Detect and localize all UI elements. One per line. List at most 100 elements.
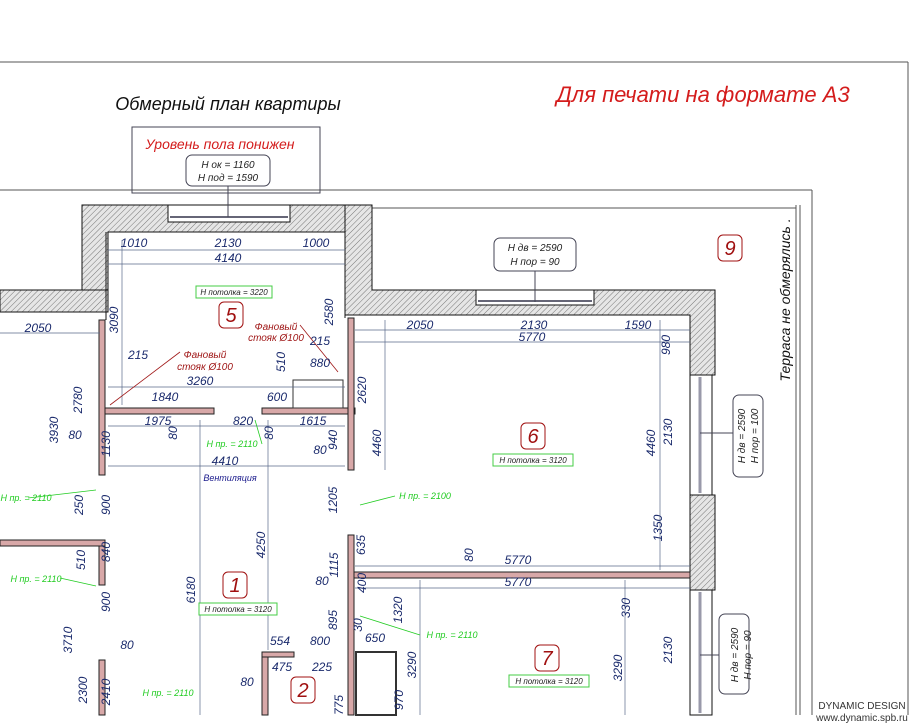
stack-label: Фановый (255, 322, 298, 333)
print-note: Для печати на формате А3 (553, 82, 850, 107)
dimension-label: 80 (166, 426, 180, 440)
ceiling-height: Н потолка = 3120 (515, 677, 583, 686)
door-height: Н дв = 2590 (730, 627, 741, 682)
dimension-label: 2130 (520, 318, 548, 332)
door-height: Н дв = 2590 (737, 408, 748, 463)
dimension-label: 2130 (661, 636, 675, 664)
ventilation-label: Вентиляция (203, 473, 256, 483)
dimension-label: 80 (462, 548, 476, 562)
opening-height: Н пр. = 2110 (10, 574, 61, 584)
dimension-label: 510 (274, 352, 288, 372)
dimension-label: 1615 (300, 414, 327, 428)
dimension-label: 80 (240, 675, 254, 689)
room-number: 7 (541, 648, 553, 670)
terrace-note: Терраса не обмерялись . (777, 218, 793, 381)
dimension-label: 820 (233, 414, 253, 428)
opening-height: Н пр. = 2110 (206, 439, 257, 449)
dimension-label: 80 (120, 638, 134, 652)
dimension-label: 475 (272, 660, 292, 674)
dimension-label: 5770 (519, 330, 546, 344)
dimension-label: 2580 (322, 298, 336, 326)
threshold-height: Н пор = 90 (743, 630, 754, 680)
company-website: www.dynamic.spb.ru (815, 713, 908, 724)
callout-boxes (131, 126, 764, 704)
dimension-label: 3290 (611, 654, 625, 681)
dimension-label: 3930 (47, 416, 61, 443)
dimension-label: 1590 (625, 318, 652, 332)
dimension-label: 970 (392, 690, 406, 710)
ceiling-height: Н потолка = 3120 (204, 605, 272, 614)
dimension-label: 4410 (212, 454, 239, 468)
dimension-label: 4250 (254, 531, 268, 558)
dimension-label: 250 (72, 495, 86, 516)
partitions (0, 232, 691, 716)
dimension-label: 1115 (327, 552, 341, 577)
dimension-label: 5770 (505, 553, 532, 567)
dimension-label: 554 (270, 634, 290, 648)
dimension-label: 1010 (121, 236, 148, 250)
dimension-label: 215 (127, 348, 148, 362)
room-number: 9 (724, 238, 735, 260)
dimension-label: 215 (309, 334, 330, 348)
dimension-label: 4140 (215, 251, 242, 265)
dimension-label: 2300 (76, 676, 90, 704)
window-height: Н ок = 1160 (201, 160, 255, 171)
dimension-label: 30 (351, 618, 365, 632)
dimension-label: 2050 (24, 321, 52, 335)
dimension-label: 2410 (99, 678, 113, 706)
room-number: 6 (527, 426, 539, 448)
dimension-label: 1320 (391, 596, 405, 623)
dimension-label: 1205 (326, 486, 340, 513)
dimension-label: 2050 (406, 318, 434, 332)
window-sill-height: Н под = 1590 (198, 173, 259, 184)
dimension-label: 940 (326, 430, 340, 450)
dimension-label: 330 (619, 598, 633, 618)
opening-height: Н пр. = 2110 (426, 630, 477, 640)
stack-label: стояк Ø100 (248, 333, 304, 344)
stack-label: Фановый (184, 350, 227, 361)
page-title: Обмерный план квартиры (115, 94, 340, 114)
dimension-label: 80 (315, 574, 329, 588)
dimension-label: 80 (68, 428, 82, 442)
dimension-label: 225 (311, 660, 332, 674)
dimension-label: 635 (354, 535, 368, 555)
dimension-label: 400 (355, 573, 369, 593)
dimension-label: 2780 (71, 386, 85, 414)
opening-height: Н пр. = 2110 (0, 493, 51, 503)
dimension-label: 1000 (303, 236, 330, 250)
dimension-label: 840 (99, 542, 113, 562)
opening-height: Н пр. = 2100 (399, 491, 451, 501)
dimension-label: 3260 (187, 374, 214, 388)
dimension-label: 2130 (214, 236, 242, 250)
dimension-label: 5770 (505, 575, 532, 589)
stack-label: стояк Ø100 (177, 362, 233, 373)
dimension-label: 650 (365, 631, 385, 645)
threshold-height: Н пор = 100 (750, 408, 761, 463)
dimension-label: 6180 (184, 576, 198, 603)
dimension-lines (0, 240, 690, 715)
dimension-label: 1350 (651, 514, 665, 541)
ceiling-height: Н потолка = 3220 (200, 288, 268, 297)
dimension-label: 2620 (355, 376, 369, 404)
dimension-label: 4460 (370, 429, 384, 456)
floor-lowered-note: Уровень пола понижен (145, 136, 295, 152)
drawing-frame (0, 61, 909, 715)
dimension-label: 900 (99, 592, 113, 612)
dimension-label: 2130 (661, 418, 675, 446)
dimension-label: 880 (310, 356, 330, 370)
opening-height: Н пр. = 2110 (142, 688, 193, 698)
dimension-label: 775 (332, 695, 346, 715)
dimension-label: 895 (326, 610, 340, 630)
dimension-label: 3090 (107, 306, 121, 333)
dimension-label: 1840 (152, 390, 179, 404)
dimension-label: 3710 (61, 626, 75, 653)
dimension-label: 800 (310, 634, 330, 648)
dimension-label: 1130 (99, 431, 113, 457)
dimension-label: 3290 (405, 651, 419, 678)
company-name: DYNAMIC DESIGN (818, 701, 905, 712)
dimension-label: 980 (659, 335, 673, 355)
exterior-walls (0, 204, 716, 716)
dimension-label: 510 (74, 550, 88, 570)
door-height: Н дв = 2590 (508, 243, 563, 254)
